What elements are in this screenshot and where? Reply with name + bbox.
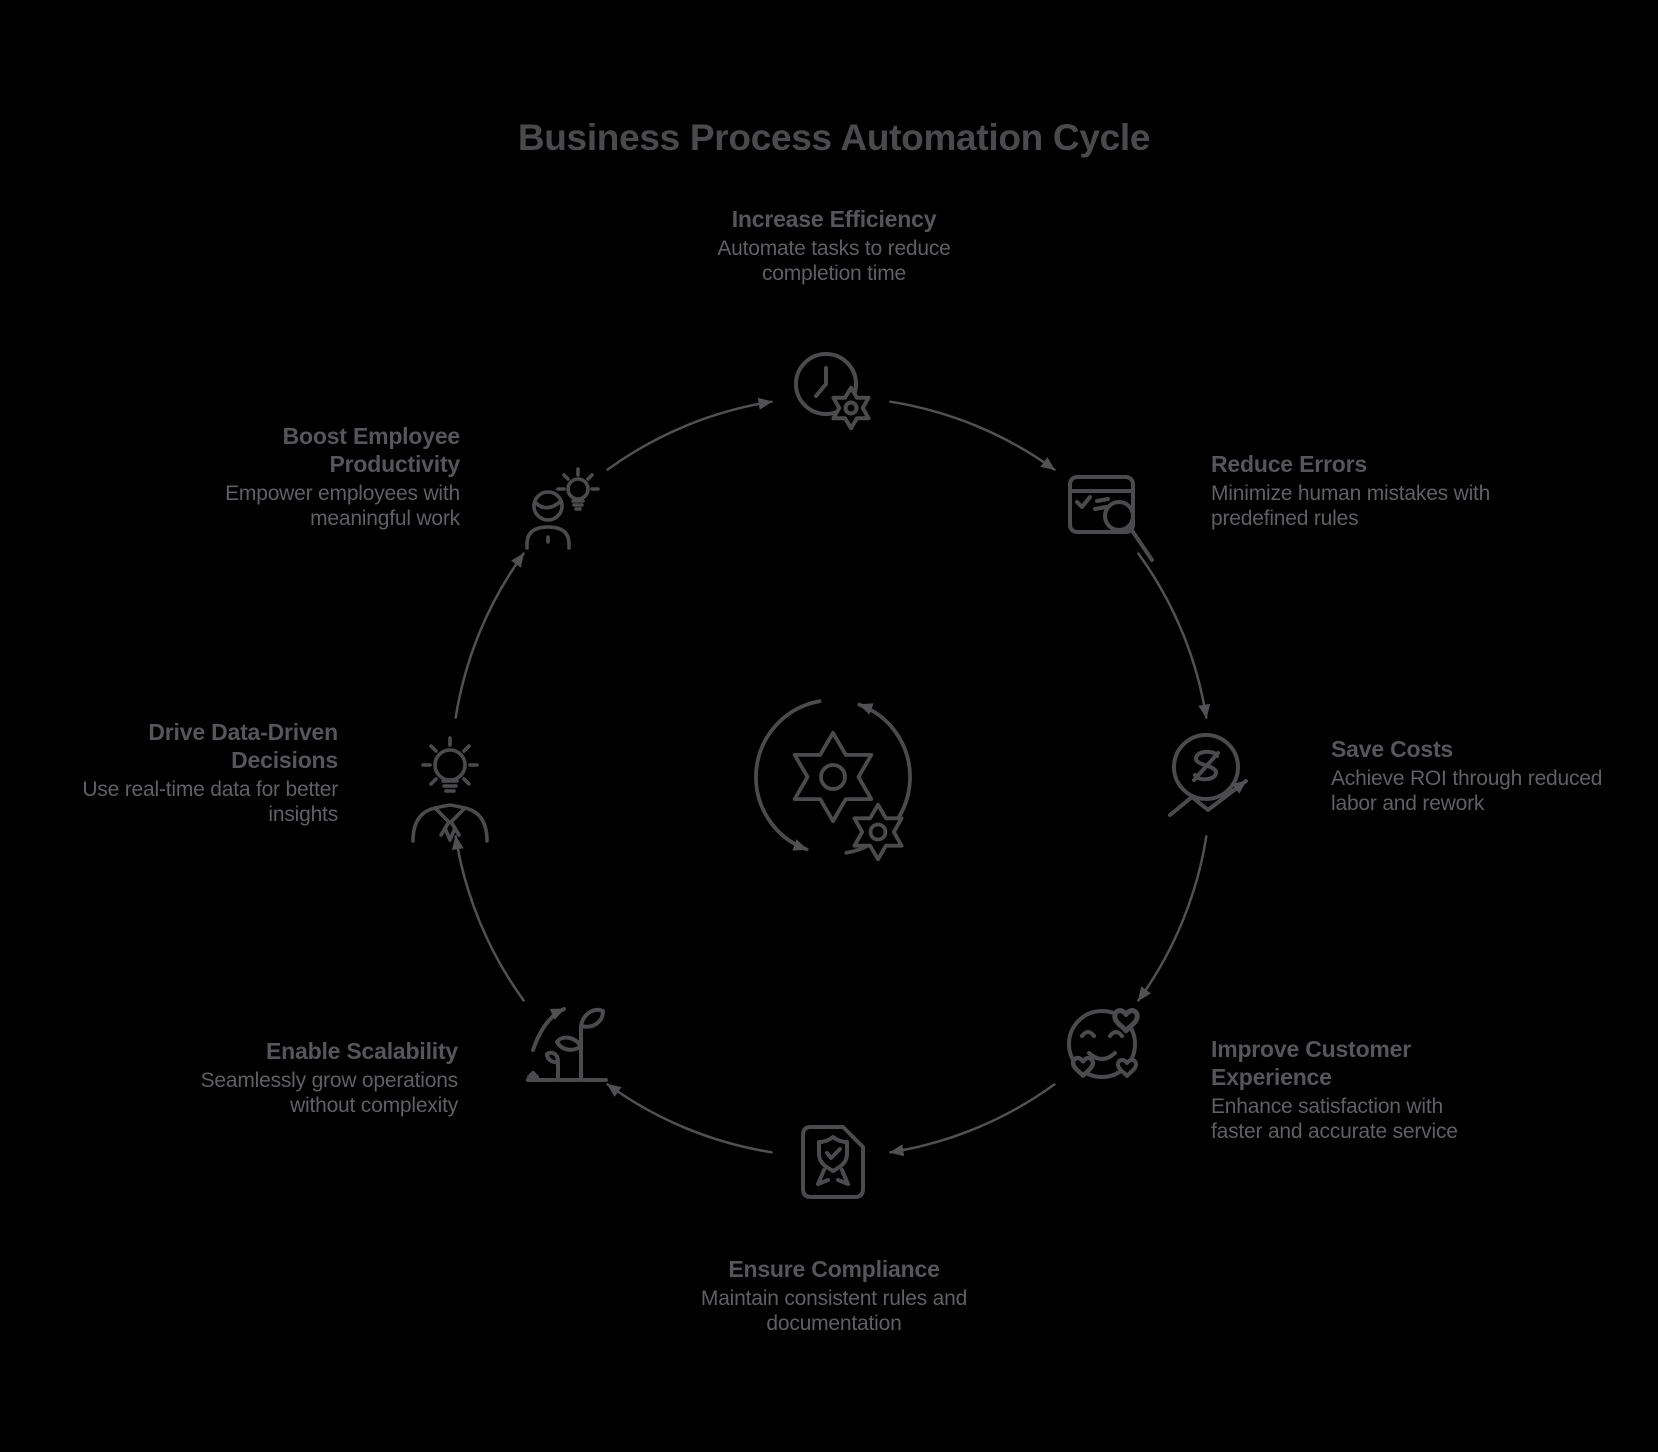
step-description: Empower employees with meaningful work [225,482,460,530]
smiley-hearts-icon [1067,1008,1140,1079]
step-improve-customer-experience: Improve Customer Experience Enhance sati… [1211,1035,1483,1144]
step-increase-efficiency: Increase Efficiency Automate tasks to re… [634,205,1034,286]
step-description: Maintain consistent rules and documentat… [700,1287,968,1335]
idea-person-bulb-icon [411,736,489,843]
employee-lightbulb-icon [525,467,600,550]
arrow-right-to-bottomright [1137,835,1208,1002]
step-title: Enable Scalability [266,1038,458,1064]
automation-gears-cycle-icon [754,699,912,862]
step-title: Save Costs [1331,736,1454,762]
step-title: Ensure Compliance [728,1256,940,1282]
step-title: Reduce Errors [1211,451,1367,477]
step-title: Boost Employee Productivity [282,423,461,477]
dollar-growth-arrow-icon [1168,733,1248,817]
clock-gear-icon [794,352,871,431]
arrow-bottomright-to-bottom [889,1083,1056,1157]
step-drive-data-driven-decisions: Drive Data-Driven Decisions Use real-tim… [58,718,338,827]
arrow-bottomleft-to-left [451,835,525,1002]
growing-plant-arrow-icon [526,1007,608,1082]
arrow-top-to-topright [889,400,1056,471]
step-ensure-compliance: Ensure Compliance Maintain consistent ru… [634,1255,1034,1336]
step-boost-employee-productivity: Boost Employee Productivity Empower empl… [210,422,460,531]
certificate-document-icon [801,1125,865,1199]
step-title: Increase Efficiency [731,206,937,232]
checklist-magnifier-icon [1068,475,1154,562]
arrow-topright-to-right [1137,552,1211,719]
step-enable-scalability: Enable Scalability Seamlessly grow opera… [158,1037,459,1118]
step-title: Drive Data-Driven Decisions [148,719,338,773]
step-description: Seamlessly grow operations without compl… [200,1069,459,1117]
arrow-bottom-to-bottomleft [606,1083,773,1154]
step-reduce-errors: Reduce Errors Minimize human mistakes wi… [1211,450,1501,531]
cycle-arrows [451,397,1211,1157]
step-description: Achieve ROI through reduced labor and re… [1331,767,1603,815]
step-description: Enhance satisfaction with faster and acc… [1211,1095,1458,1143]
step-save-costs: Save Costs Achieve ROI through reduced l… [1331,735,1621,816]
step-description: Use real-time data for better insights [82,778,338,826]
diagram-title: Business Process Automation Cycle [517,116,1151,158]
step-title: Improve Customer Experience [1211,1036,1412,1090]
step-description: Automate tasks to reduce completion time [717,237,951,285]
arrow-left-to-topleft [454,552,525,719]
arrow-topleft-to-top [606,397,773,471]
step-description: Minimize human mistakes with predefined … [1211,482,1491,530]
